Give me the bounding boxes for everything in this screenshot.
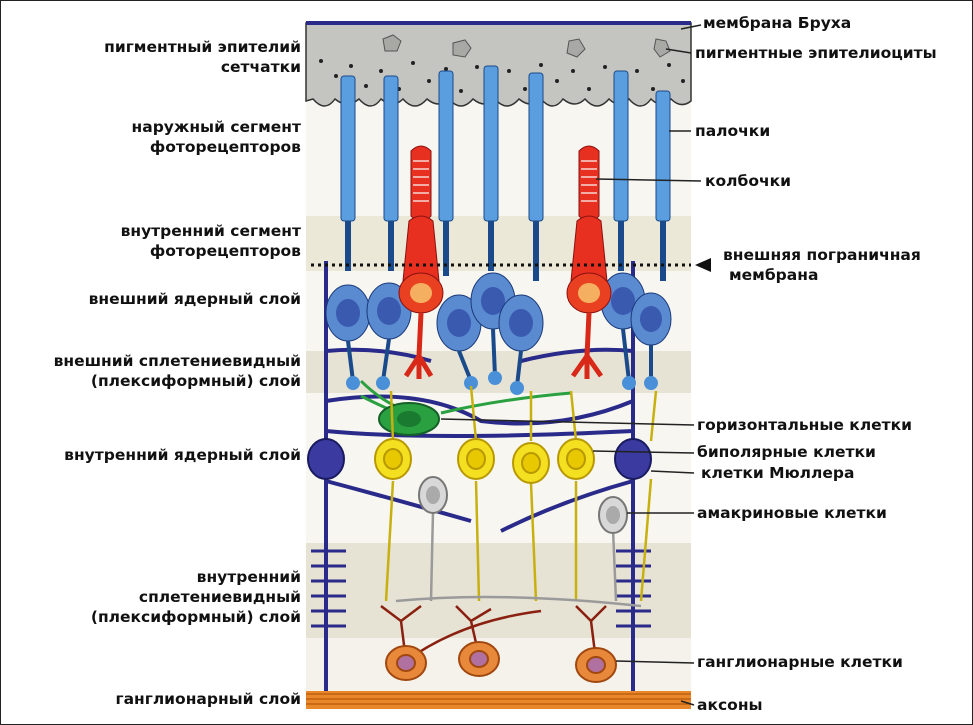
label-axons: аксоны [697, 695, 763, 715]
label-outer-plexiform-line1: внешний сплетениевидный [54, 351, 301, 371]
label-pigment-epithelium: пигментный эпителий сетчатки [104, 37, 301, 77]
olm-arrow-icon [695, 258, 711, 272]
label-outer-segment-line2: фоторецепторов [132, 137, 301, 157]
label-inner-plexiform-line2: сплетениевидный [91, 587, 301, 607]
label-outer-nuclear: внешний ядерный слой [89, 289, 301, 309]
label-outer-segment-line1: наружный сегмент [132, 117, 301, 137]
label-outer-plexiform-line2: (плексиформный) слой [54, 371, 301, 391]
label-horizontal: горизонтальные клетки [697, 415, 912, 435]
label-pigment-epithelium-line1: пигментный эпителий [104, 37, 301, 57]
label-cones: колбочки [705, 171, 791, 191]
label-olm-line1: внешняя пограничная [723, 245, 921, 265]
label-inner-segment: внутренний сегмент фоторецепторов [121, 221, 301, 261]
label-bruch: мембрана Бруха [703, 13, 851, 33]
label-inner-segment-line1: внутренний сегмент [121, 221, 301, 241]
label-pigment-epithelium-line2: сетчатки [104, 57, 301, 77]
label-olm: внешняя пограничная мембрана [723, 245, 921, 285]
label-ganglion-cells: ганглионарные клетки [697, 652, 903, 672]
label-inner-nuclear: внутренний ядерный слой [64, 445, 301, 465]
label-inner-plexiform: внутренний сплетениевидный (плексиформны… [91, 567, 301, 627]
label-inner-plexiform-line3: (плексиформный) слой [91, 607, 301, 627]
label-rods: палочки [695, 121, 770, 141]
label-pigment-cells: пигментные эпителиоциты [695, 43, 937, 63]
label-amacrine: амакриновые клетки [697, 503, 887, 523]
axon-bundle [306, 691, 691, 709]
label-inner-segment-line2: фоторецепторов [121, 241, 301, 261]
label-muller: клетки Мюллера [701, 463, 854, 483]
label-olm-line2: мембрана [723, 265, 921, 285]
label-bipolar: биполярные клетки [697, 442, 876, 462]
label-outer-plexiform: внешний сплетениевидный (плексиформный) … [54, 351, 301, 391]
label-ganglion-layer: ганглионарный слой [115, 689, 301, 709]
label-inner-plexiform-line1: внутренний [91, 567, 301, 587]
label-outer-segment: наружный сегмент фоторецепторов [132, 117, 301, 157]
